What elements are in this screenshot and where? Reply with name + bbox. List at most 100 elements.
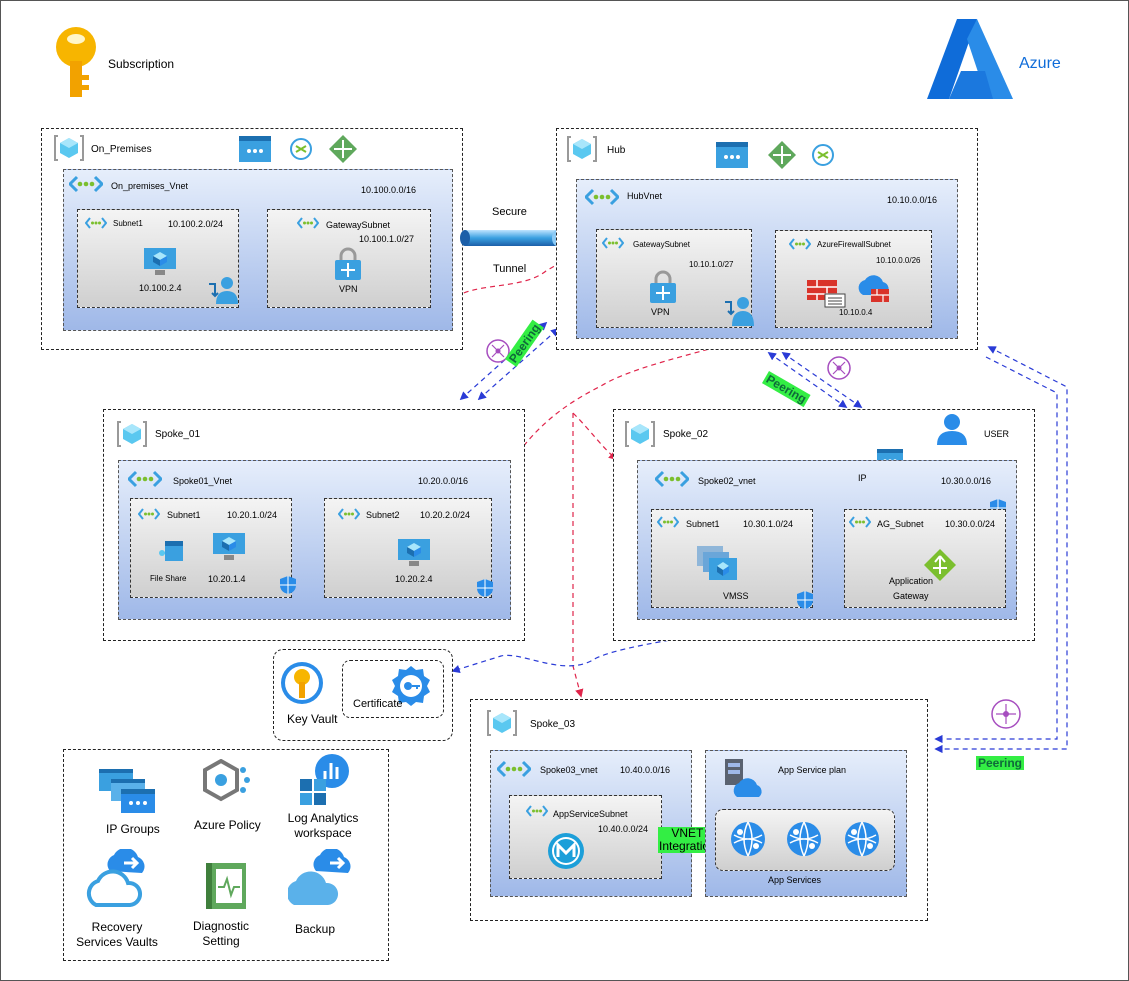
hub-vnet-name: HubVnet bbox=[627, 191, 663, 201]
nsg-shield-icon bbox=[279, 575, 297, 595]
resource-group-icon bbox=[567, 134, 597, 164]
nsg-shield-icon bbox=[476, 578, 494, 598]
hub-title: Hub bbox=[607, 145, 626, 156]
spoke03-app-service-subnet bbox=[509, 795, 662, 879]
vnet-integration-line2: Integration bbox=[659, 839, 716, 853]
spoke02-ag-subnet-cidr: 10.30.0.0/24 bbox=[945, 519, 996, 529]
file-share-icon bbox=[157, 539, 185, 563]
backup-icon bbox=[288, 849, 360, 907]
spoke02-app-gateway-label-line1: Application bbox=[889, 576, 934, 586]
hub-firewall-subnet bbox=[775, 230, 932, 328]
log-analytics-label-line1: Log Analytics bbox=[287, 811, 359, 825]
spoke01-subnet1-cidr: 10.20.1.0/24 bbox=[227, 510, 278, 520]
spoke03-app-subnet-cidr: 10.40.0.0/24 bbox=[598, 824, 649, 834]
vpn-gateway-icon bbox=[649, 270, 677, 304]
azure-policy-label: Azure Policy bbox=[194, 818, 261, 832]
spoke01-subnet1 bbox=[130, 498, 292, 598]
app-service-icon bbox=[786, 821, 822, 857]
blue-peering-spoke03-b bbox=[934, 356, 1058, 744]
app-service-plan-icon bbox=[723, 757, 765, 799]
app-services-label: App Services bbox=[768, 875, 822, 885]
spoke01-vnet-cidr: 10.20.0.0/16 bbox=[418, 476, 469, 486]
on-premises-gateway-subnet-name: GatewaySubnet bbox=[326, 220, 391, 230]
virtual-machine-icon bbox=[143, 247, 177, 277]
subnet-icon bbox=[789, 238, 811, 250]
nsg-shield-icon bbox=[796, 590, 814, 610]
user-icon bbox=[935, 413, 969, 445]
blue-peering-spoke02-b bbox=[781, 352, 863, 408]
log-analytics-icon bbox=[298, 753, 350, 805]
red-flow-hub-to-spokes bbox=[515, 325, 777, 458]
virtual-machine-icon bbox=[212, 532, 246, 562]
spoke01-vnet-name: Spoke01_Vnet bbox=[173, 476, 233, 486]
on-premises-title: On_Premises bbox=[91, 144, 152, 155]
spoke02-ag-subnet-name: AG_Subnet bbox=[877, 519, 924, 529]
spoke02-app-gateway-label-line2: Gateway bbox=[893, 591, 929, 601]
subnet-icon bbox=[526, 805, 548, 817]
subnet-icon bbox=[657, 516, 679, 528]
vpn-gateway-icon bbox=[334, 247, 362, 281]
resource-group-icon bbox=[54, 133, 84, 163]
user-icon bbox=[723, 294, 755, 326]
hub-gateway-subnet-name: GatewaySubnet bbox=[633, 240, 690, 249]
user-icon bbox=[207, 276, 239, 304]
app-service-icon bbox=[730, 821, 766, 857]
virtual-machine-icon bbox=[397, 538, 431, 568]
on-premises-subnet1-name: Subnet1 bbox=[113, 219, 143, 228]
diagnostic-setting-label-line2: Setting bbox=[202, 934, 240, 948]
blue-flow-appgw-keyvault bbox=[451, 605, 847, 674]
spoke03-vnet-name: Spoke03_vnet bbox=[540, 765, 598, 775]
vnet-icon bbox=[128, 470, 162, 488]
key-vault-icon bbox=[280, 660, 324, 706]
connection-icon bbox=[811, 143, 835, 167]
hub-firewall-subnet-cidr: 10.10.0.0/26 bbox=[876, 256, 921, 265]
peering-icon bbox=[988, 698, 1024, 730]
app-service-icon bbox=[844, 821, 880, 857]
spoke02-ag-subnet bbox=[844, 509, 1006, 608]
hub-vpn-label: VPN bbox=[651, 307, 670, 317]
spoke03-app-subnet-name: AppServiceSubnet bbox=[553, 809, 628, 819]
spoke01-vm1-ip: 10.20.1.4 bbox=[208, 574, 246, 584]
spoke02-ip-label: IP bbox=[858, 473, 867, 483]
application-gateway-icon bbox=[923, 548, 957, 582]
subnet-icon bbox=[138, 508, 160, 520]
spoke02-user-label: USER bbox=[984, 429, 1010, 439]
spoke01-file-share-label: File Share bbox=[150, 574, 187, 583]
certificate-group bbox=[342, 660, 444, 718]
certificate-label: Certificate bbox=[353, 698, 403, 710]
resource-group-icon bbox=[625, 419, 655, 449]
gateway-icon bbox=[716, 142, 748, 168]
hub-vnet-cidr: 10.10.0.0/16 bbox=[887, 195, 938, 205]
on-premises-gateway-subnet-cidr: 10.100.1.0/27 bbox=[359, 234, 415, 244]
vmss-icon bbox=[696, 545, 740, 585]
app-service-plan-label: App Service plan bbox=[778, 765, 847, 775]
hub-gateway-subnet-cidr: 10.10.1.0/27 bbox=[689, 260, 734, 269]
subscription-label: Subscription bbox=[108, 57, 175, 71]
diagnostic-setting-icon bbox=[204, 861, 248, 911]
spoke02-vnet-name: Spoke02_vnet bbox=[698, 476, 756, 486]
subnet-icon bbox=[602, 237, 624, 249]
resource-group-icon bbox=[117, 419, 147, 449]
mulesoft-icon bbox=[547, 832, 585, 870]
backup-label: Backup bbox=[295, 922, 336, 936]
red-flow-to-spoke02 bbox=[572, 412, 618, 461]
keyvault-group bbox=[273, 649, 453, 741]
tunnel-pipe bbox=[460, 229, 562, 247]
spoke01-vm2-ip: 10.20.2.4 bbox=[395, 574, 433, 584]
vnet-integration-line1: VNET bbox=[671, 826, 704, 840]
on-premises-vnet-name: On_premises_Vnet bbox=[111, 181, 189, 191]
subnet-icon bbox=[85, 217, 107, 229]
on-premises-subnet1-cidr: 10.100.2.0/24 bbox=[168, 219, 224, 229]
key-icon bbox=[53, 25, 99, 101]
resource-group-icon bbox=[487, 708, 517, 738]
key-vault-label: Key Vault bbox=[287, 712, 338, 726]
peering-icon bbox=[826, 355, 852, 381]
ip-groups-label: IP Groups bbox=[106, 822, 160, 836]
tunnel-label-line1: Secure bbox=[492, 206, 527, 218]
spoke01-title: Spoke_01 bbox=[155, 429, 201, 440]
vnet-icon bbox=[585, 188, 619, 206]
firewall-icon bbox=[807, 276, 847, 308]
spoke03-title: Spoke_03 bbox=[530, 719, 576, 730]
spoke01-subnet2-cidr: 10.20.2.0/24 bbox=[420, 510, 471, 520]
